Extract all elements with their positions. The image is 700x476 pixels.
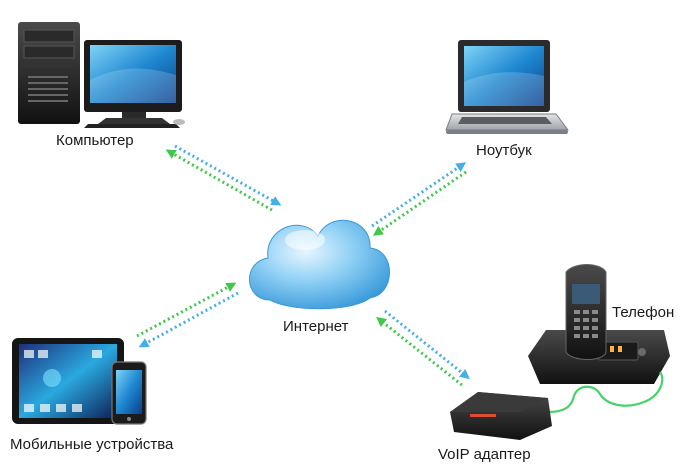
link-voip: [376, 309, 470, 387]
phone-label: Телефон: [612, 304, 675, 321]
desk-phone-icon: [528, 264, 670, 384]
internet-label: Интернет: [283, 318, 349, 335]
link-computer: [165, 144, 282, 212]
link-mobile: [136, 282, 239, 348]
voip-adapter-icon: [450, 392, 552, 440]
laptop-icon: [445, 40, 569, 134]
mobile-devices-label: Мобильные устройства: [10, 436, 174, 453]
link-computer-blue: [174, 144, 282, 206]
link-laptop: [371, 162, 467, 236]
link-laptop-green: [372, 170, 467, 236]
phone-cable: [547, 371, 664, 414]
laptop-label: Ноутбук: [476, 142, 532, 159]
link-computer-green: [165, 149, 273, 212]
tablet-smartphone-icon: [12, 338, 147, 425]
link-voip-green: [376, 316, 463, 387]
link-laptop-blue: [371, 162, 467, 228]
desktop-computer-icon: [18, 22, 185, 128]
link-mobile-blue: [138, 291, 239, 348]
voip-adapter-label: VoIP адаптер: [438, 446, 531, 463]
link-mobile-green: [136, 282, 237, 338]
cloud-icon: [249, 219, 390, 310]
link-voip-blue: [384, 309, 470, 380]
computer-label: Компьютер: [56, 132, 134, 149]
